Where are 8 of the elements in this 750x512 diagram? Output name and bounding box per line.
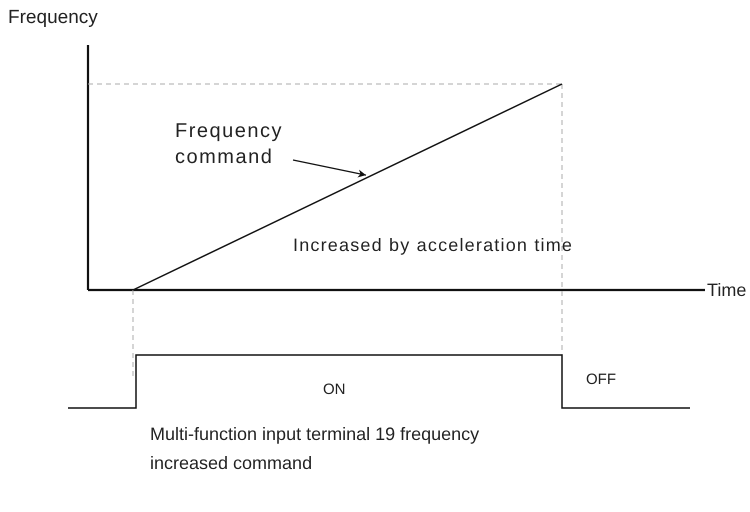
state-label: ON	[323, 380, 346, 400]
axis-title: Frequency	[8, 6, 98, 30]
leader-text: Frequency command	[175, 118, 293, 170]
axis-title: Time	[707, 279, 746, 302]
ramp-note: Increased by acceleration time	[293, 234, 574, 257]
leader-arrow	[292, 159, 366, 178]
state-label: OFF	[586, 370, 616, 390]
caption: Multi-function input terminal 19 frequency increased command	[150, 423, 480, 475]
